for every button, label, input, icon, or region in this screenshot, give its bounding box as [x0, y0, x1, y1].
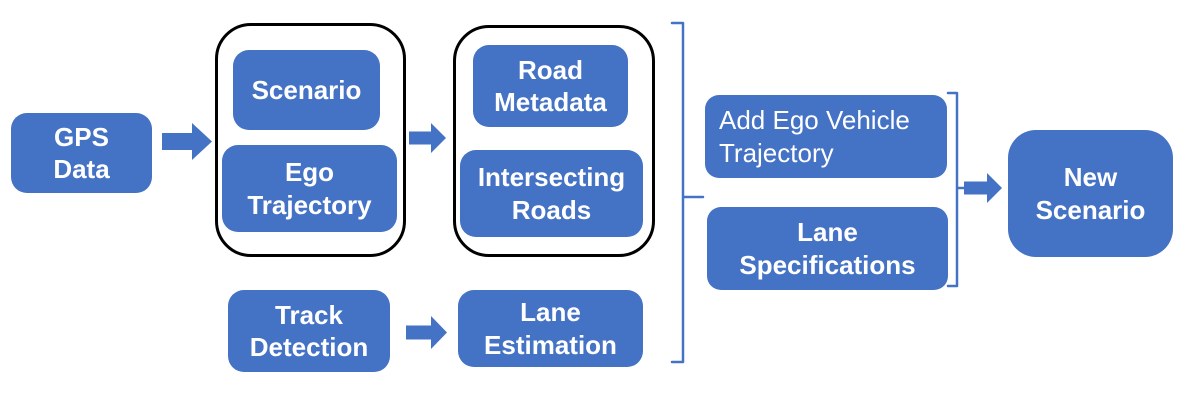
arrow-right-icon	[406, 316, 447, 349]
road-group	[453, 25, 655, 257]
arrow-right-icon	[409, 123, 446, 153]
arrow-right-icon	[162, 123, 212, 160]
gather-brace-icon	[670, 21, 705, 364]
node-ego-trajectory: Ego Trajectory	[222, 145, 397, 232]
node-lane-estimation: Lane Estimation	[458, 290, 643, 367]
arrow-right-icon	[964, 173, 1002, 203]
node-add-ego-vehicle-trajectory: Add Ego Vehicle Trajectory	[705, 95, 947, 178]
node-gps-data: GPS Data	[11, 113, 152, 193]
node-track-detection: Track Detection	[228, 290, 390, 372]
node-new-scenario: New Scenario	[1008, 130, 1173, 257]
node-road-metadata: Road Metadata	[473, 45, 628, 127]
node-intersecting-roads: Intersecting Roads	[460, 150, 643, 237]
node-scenario: Scenario	[233, 50, 380, 130]
node-lane-specifications: Lane Specifications	[707, 207, 948, 290]
scenario-ego-group	[215, 23, 406, 257]
